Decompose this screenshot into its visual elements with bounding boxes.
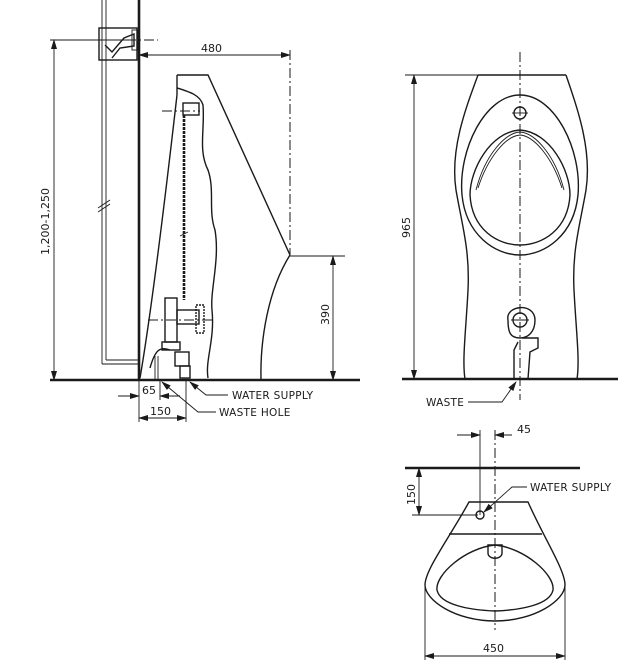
label-water-supply: WATER SUPPLY bbox=[232, 390, 314, 402]
urinal-top-outline bbox=[424, 501, 566, 622]
dim-supply-offset-label: 150 bbox=[150, 405, 171, 418]
water-supply-hole-icon bbox=[475, 510, 485, 520]
urinal-side-profile bbox=[139, 74, 291, 381]
top-view: 45 150 WATER SUPPLY 450 bbox=[405, 423, 612, 660]
dim-mount-height-label: 1,200-1,250 bbox=[39, 188, 52, 255]
waste-outlet bbox=[507, 306, 536, 339]
mount-height-dimension: 1,200-1,250 bbox=[39, 39, 130, 381]
dim-waste-offset-label: 65 bbox=[142, 384, 156, 397]
front-view: 965 WASTE bbox=[400, 52, 618, 409]
bowl-inner bbox=[469, 129, 571, 246]
dim-depth-label: 480 bbox=[201, 42, 222, 55]
urinal-right-outline bbox=[565, 74, 589, 380]
dim-height-label: 965 bbox=[400, 217, 413, 238]
urinal-left-outline bbox=[453, 74, 479, 380]
bowl-top bbox=[436, 544, 554, 612]
label-top-water-supply: WATER SUPPLY bbox=[530, 482, 612, 494]
floor-offset-dimensions: 65 150 bbox=[118, 380, 187, 422]
label-waste: WASTE bbox=[426, 397, 464, 409]
supply-pipe bbox=[90, 0, 158, 365]
bowl-outer bbox=[460, 94, 580, 256]
dim-width-label: 450 bbox=[483, 642, 504, 655]
depth-dimension: 480 bbox=[138, 42, 291, 255]
lip-height-dimension: 390 bbox=[290, 255, 345, 381]
side-view-callouts: WATER SUPPLY WASTE HOLE bbox=[161, 381, 314, 419]
side-view: 480 1,200-1,250 390 65 150 WA bbox=[39, 0, 360, 422]
dim-supply-offset-label: 45 bbox=[517, 423, 531, 436]
dim-supply-depth-label: 150 bbox=[405, 484, 418, 505]
dim-lip-height-label: 390 bbox=[319, 304, 332, 325]
height-dimension: 965 bbox=[400, 74, 478, 380]
label-waste-hole: WASTE HOLE bbox=[219, 407, 291, 419]
